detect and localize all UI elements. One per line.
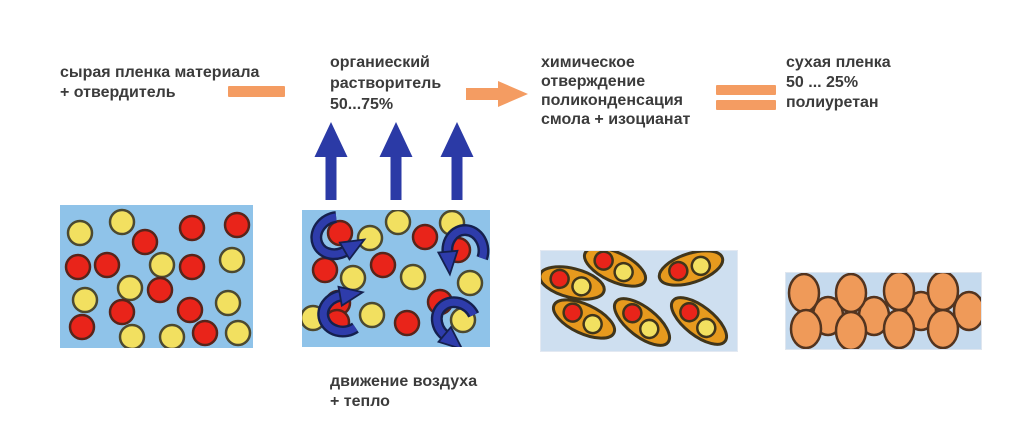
equals-bar	[716, 85, 776, 95]
molecule-yellow	[571, 276, 592, 297]
molecule-red	[562, 302, 583, 323]
label-line: органиеский	[330, 54, 430, 71]
label-line: полиуретан	[786, 94, 879, 111]
label-line: 50...75%	[330, 96, 394, 113]
stage2-label: органиеский растворитель 50...75%	[330, 52, 441, 115]
molecule-yellow	[384, 210, 412, 236]
molecule-red	[176, 296, 204, 324]
label-line: поликонденсация	[541, 92, 683, 109]
stage1-label: сырая пленка материала + отвердитель	[60, 63, 259, 103]
swirl-arrow-icon	[430, 296, 480, 347]
molecule-yellow	[358, 301, 386, 329]
panel-coalescence	[540, 250, 738, 352]
up-arrow-icon	[379, 122, 413, 200]
molecule-red	[178, 253, 206, 281]
molecule-yellow	[71, 286, 99, 314]
molecule-yellow	[356, 224, 384, 252]
molecule-red	[369, 251, 397, 279]
orange-equals-icon	[716, 85, 776, 110]
swirl-arrowhead	[436, 325, 464, 347]
equals-bar	[716, 100, 776, 110]
label-line: химическое	[541, 54, 635, 71]
molecule-yellow	[456, 269, 484, 297]
molecule-yellow	[339, 264, 367, 292]
swirl-arrow-icon	[310, 211, 367, 261]
dry-particle	[834, 310, 868, 349]
swirl-arrowhead	[338, 238, 367, 261]
molecule-red	[223, 211, 251, 239]
label-line: + отвердитель	[60, 84, 176, 101]
molecule-red	[622, 302, 643, 324]
particle-blob	[582, 251, 648, 288]
molecule-red	[679, 301, 700, 323]
label-line: сухая пленка	[786, 54, 891, 71]
dry-particle	[882, 273, 916, 312]
stage3-label: химическое отверждение поликонденсация с…	[541, 53, 690, 129]
molecule-yellow	[118, 323, 146, 348]
molecule-red	[411, 223, 439, 251]
dry-particle	[926, 308, 960, 349]
particle-blob	[670, 296, 728, 346]
molecule-red	[64, 253, 92, 281]
molecule-yellow	[148, 251, 176, 279]
label-line: отверждение	[541, 73, 646, 90]
panel-wet-film	[60, 205, 253, 348]
particle-blob	[657, 251, 725, 287]
stage4-label: сухая пленка 50 ... 25% полиуретан	[786, 53, 891, 113]
dry-particle	[926, 273, 960, 312]
molecule-yellow	[582, 313, 603, 335]
dry-particle	[882, 308, 916, 349]
swirl-arrowhead	[436, 249, 459, 277]
swirl-arrow-icon	[436, 224, 490, 277]
dry-particle	[952, 290, 981, 332]
panel-dry-film	[785, 272, 982, 350]
panel-evaporation	[302, 210, 490, 347]
molecule-red	[108, 298, 136, 326]
molecule-red	[178, 214, 206, 242]
dry-particle	[787, 273, 821, 314]
molecule-yellow	[218, 246, 246, 274]
label-line: 50 ... 25%	[786, 74, 859, 91]
particle-blob	[613, 297, 671, 347]
molecule-red	[191, 319, 219, 347]
molecule-red	[326, 219, 354, 247]
molecule-yellow	[158, 323, 186, 348]
molecule-yellow	[613, 261, 634, 283]
molecule-red	[68, 313, 96, 341]
label-line: + тепло	[330, 393, 390, 410]
molecule-red	[146, 276, 174, 304]
molecule-red	[549, 268, 570, 290]
particle-blob	[551, 298, 617, 340]
molecule-yellow	[224, 319, 252, 347]
molecule-yellow	[214, 289, 242, 317]
label-line: движение воздуха	[330, 373, 478, 390]
molecule-yellow	[399, 263, 427, 291]
dry-particle	[834, 273, 868, 314]
up-arrow-icon	[314, 122, 348, 200]
up-arrow-icon	[440, 122, 474, 200]
molecule-red	[393, 309, 421, 337]
dry-particle	[789, 308, 823, 349]
label-line: смола + изоцианат	[541, 111, 691, 128]
particle-blob	[541, 265, 606, 301]
molecule-yellow	[690, 255, 712, 277]
molecule-yellow	[66, 219, 94, 247]
label-line: сырая пленка материала	[60, 64, 260, 81]
orange-arrow-right-icon	[466, 81, 528, 107]
swirl-arrow-icon	[317, 285, 365, 338]
molecule-red	[311, 256, 339, 284]
orange-dash-icon	[228, 86, 285, 97]
molecule-red	[131, 228, 159, 256]
air-movement-label: движение воздуха + тепло	[330, 372, 477, 412]
evaporation-up-arrows-icon	[314, 122, 474, 200]
molecule-red	[93, 251, 121, 279]
molecule-yellow	[639, 318, 660, 340]
molecule-yellow	[108, 208, 136, 236]
molecule-yellow	[696, 317, 717, 339]
molecule-red	[668, 260, 689, 282]
label-line: растворитель	[330, 75, 442, 92]
swirl-arrowhead	[337, 285, 365, 308]
molecule-red	[593, 251, 614, 271]
molecule-yellow	[116, 274, 144, 302]
